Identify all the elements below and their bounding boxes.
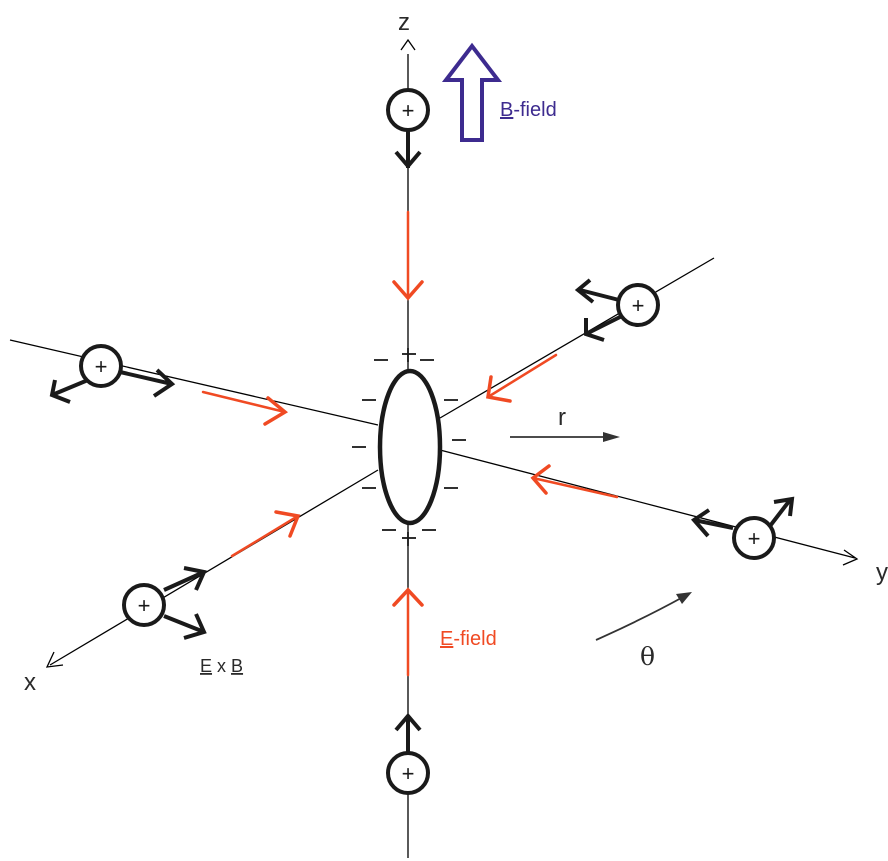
- svg-text:+: +: [138, 593, 151, 618]
- e-field-arrow-bottom: [392, 587, 424, 677]
- y-axis-label: y: [876, 559, 888, 586]
- radial-label: r: [558, 404, 566, 431]
- velocity-arrowhead-ll-up: [183, 566, 207, 591]
- x-axis-arrowhead: [45, 651, 64, 668]
- e-cross-b-times: x: [212, 656, 231, 676]
- b-field-label-rest: -field: [513, 99, 556, 121]
- velocity-arrow-ll-down: [163, 614, 205, 634]
- e-field-arrow-upper-left: [201, 390, 289, 426]
- velocity-arrowhead-top: [394, 150, 422, 170]
- x-axis: [9, 339, 379, 426]
- e-cross-b-e: E: [200, 656, 212, 676]
- azimuthal-direction-arrow: [595, 592, 692, 641]
- e-field-arrows: [201, 210, 619, 677]
- e-cross-b-label: E x B: [200, 656, 243, 676]
- velocity-arrow-ul-right: [119, 370, 173, 386]
- velocity-arrow-ur-down: [587, 314, 623, 335]
- velocity-arrowhead-ul-left: [49, 379, 71, 404]
- svg-text:+: +: [632, 293, 645, 318]
- e-field-label-e: E: [440, 628, 453, 650]
- theta-label: θ: [640, 642, 655, 671]
- b-field-arrow: [441, 42, 503, 142]
- velocity-arrowhead-ur-down: [584, 318, 605, 342]
- velocity-arrowhead-lr-left: [690, 508, 711, 538]
- z-axis-arrowhead: [400, 38, 416, 51]
- x-axis-lower: [49, 469, 379, 666]
- velocity-arrow-ul-left: [51, 378, 89, 397]
- e-field-arrow-top: [392, 210, 424, 301]
- radial-direction-arrow: [510, 432, 620, 442]
- positive-charge-lower-left: +: [122, 583, 166, 627]
- positive-charge-upper-left: +: [79, 344, 123, 388]
- velocity-arrowhead-lr-up: [773, 496, 795, 517]
- velocity-arrowhead-ur-up: [574, 278, 595, 304]
- velocity-arrowhead-ll-down: [183, 613, 207, 640]
- y-axis-arrowhead: [842, 549, 859, 566]
- e-field-label-rest: -field: [453, 628, 496, 650]
- velocity-arrowhead-ul-right: [152, 368, 176, 398]
- svg-text:+: +: [748, 526, 761, 551]
- e-field-arrow-lower-right: [530, 464, 619, 499]
- positive-charge-bottom: +: [386, 751, 430, 795]
- b-field-label: B-field: [500, 99, 557, 121]
- e-field-label: E-field: [440, 628, 497, 650]
- positive-charge-lower-right: +: [732, 516, 776, 560]
- charge-velocity-arrows: [49, 131, 795, 752]
- svg-text:+: +: [95, 354, 108, 379]
- e-field-arrow-lower-left: [230, 510, 301, 558]
- positive-charge-upper-right: +: [616, 283, 660, 327]
- b-field-label-b: B: [500, 99, 513, 121]
- positive-charges: + + + + + +: [79, 88, 776, 795]
- velocity-arrowhead-bottom: [394, 712, 422, 732]
- svg-text:+: +: [402, 98, 415, 123]
- x-axis-label: x: [24, 669, 36, 696]
- svg-text:+: +: [402, 761, 415, 786]
- e-cross-b-b: B: [231, 656, 243, 676]
- velocity-arrow-ll-up: [163, 570, 205, 592]
- velocity-arrow-ur-up: [579, 288, 620, 302]
- positive-charge-top: +: [386, 88, 430, 132]
- surface-charges: [352, 353, 466, 539]
- velocity-arrow-lr-up: [768, 498, 792, 528]
- z-axis-label: z: [398, 9, 410, 36]
- e-field-arrow-upper-right: [486, 353, 558, 403]
- y-axis-upper: [439, 257, 715, 419]
- central-charged-ellipse: [377, 368, 443, 526]
- y-axis: [439, 449, 856, 559]
- velocity-arrow-lr-left: [693, 518, 734, 530]
